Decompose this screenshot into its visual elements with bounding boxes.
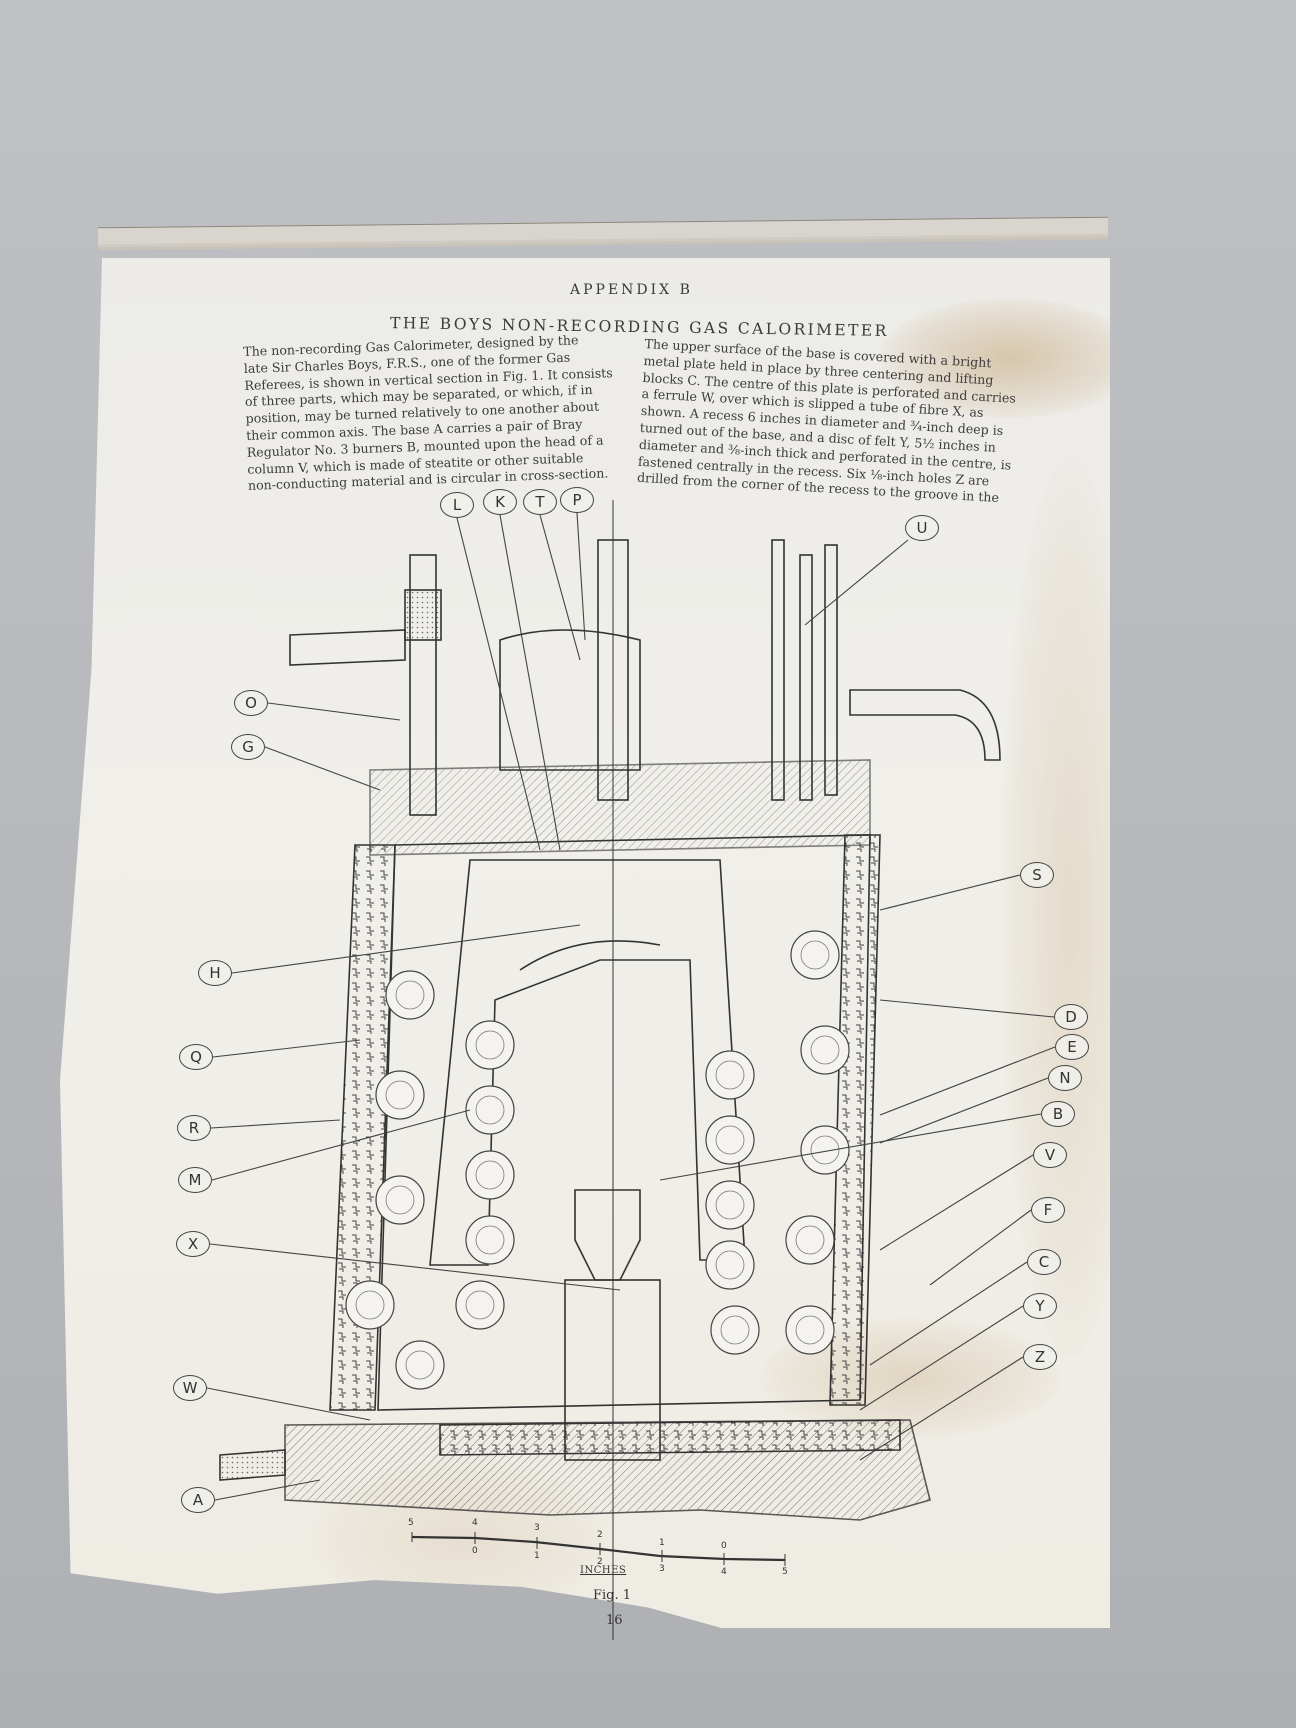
callout-label-z: Z xyxy=(1023,1344,1057,1370)
callout-label-d: D xyxy=(1054,1004,1088,1030)
callout-label-l: L xyxy=(440,492,474,518)
callout-label-e: E xyxy=(1055,1034,1089,1060)
callout-label-k: K xyxy=(483,489,517,515)
scale-tick: 4 xyxy=(721,1567,727,1577)
callout-label-b: B xyxy=(1041,1101,1075,1127)
scale-tick: 5 xyxy=(782,1567,788,1577)
callout-label-r: R xyxy=(177,1115,211,1141)
scale-tick: 1 xyxy=(534,1551,540,1561)
scale-tick: 2 xyxy=(597,1557,603,1567)
callout-label-v: V xyxy=(1033,1142,1067,1168)
callout-label-g: G xyxy=(231,734,265,760)
scale-tick: 3 xyxy=(534,1523,540,1533)
callout-label-o: O xyxy=(234,690,268,716)
callout-label-p: P xyxy=(560,487,594,513)
callout-label-h: H xyxy=(198,960,232,986)
scale-tick: 2 xyxy=(597,1530,603,1540)
scale-tick: 5 xyxy=(408,1518,414,1528)
figure-caption: Fig. 1 xyxy=(593,1588,632,1603)
callout-label-c: C xyxy=(1027,1249,1061,1275)
page-number: 16 xyxy=(606,1613,623,1628)
scale-tick: 3 xyxy=(659,1564,665,1574)
callout-label-t: T xyxy=(523,489,557,515)
scale-tick: 0 xyxy=(472,1546,478,1556)
callout-label-w: W xyxy=(173,1375,207,1401)
callout-label-s: S xyxy=(1020,862,1054,888)
scale-tick: 4 xyxy=(472,1518,478,1528)
callout-label-n: N xyxy=(1048,1065,1082,1091)
callout-label-f: F xyxy=(1031,1197,1065,1223)
scale-tick: 1 xyxy=(659,1538,665,1548)
scale-unit-label: INCHES xyxy=(580,1565,627,1576)
appendix-heading: APPENDIX B xyxy=(570,282,693,298)
callout-label-q: Q xyxy=(179,1044,213,1070)
callout-label-a: A xyxy=(181,1487,215,1513)
water-stain xyxy=(880,298,1110,418)
scale-tick: 0 xyxy=(721,1541,727,1551)
callout-label-x: X xyxy=(176,1231,210,1257)
callout-label-y: Y xyxy=(1023,1293,1057,1319)
callout-label-u: U xyxy=(905,515,939,541)
callout-label-m: M xyxy=(178,1167,212,1193)
